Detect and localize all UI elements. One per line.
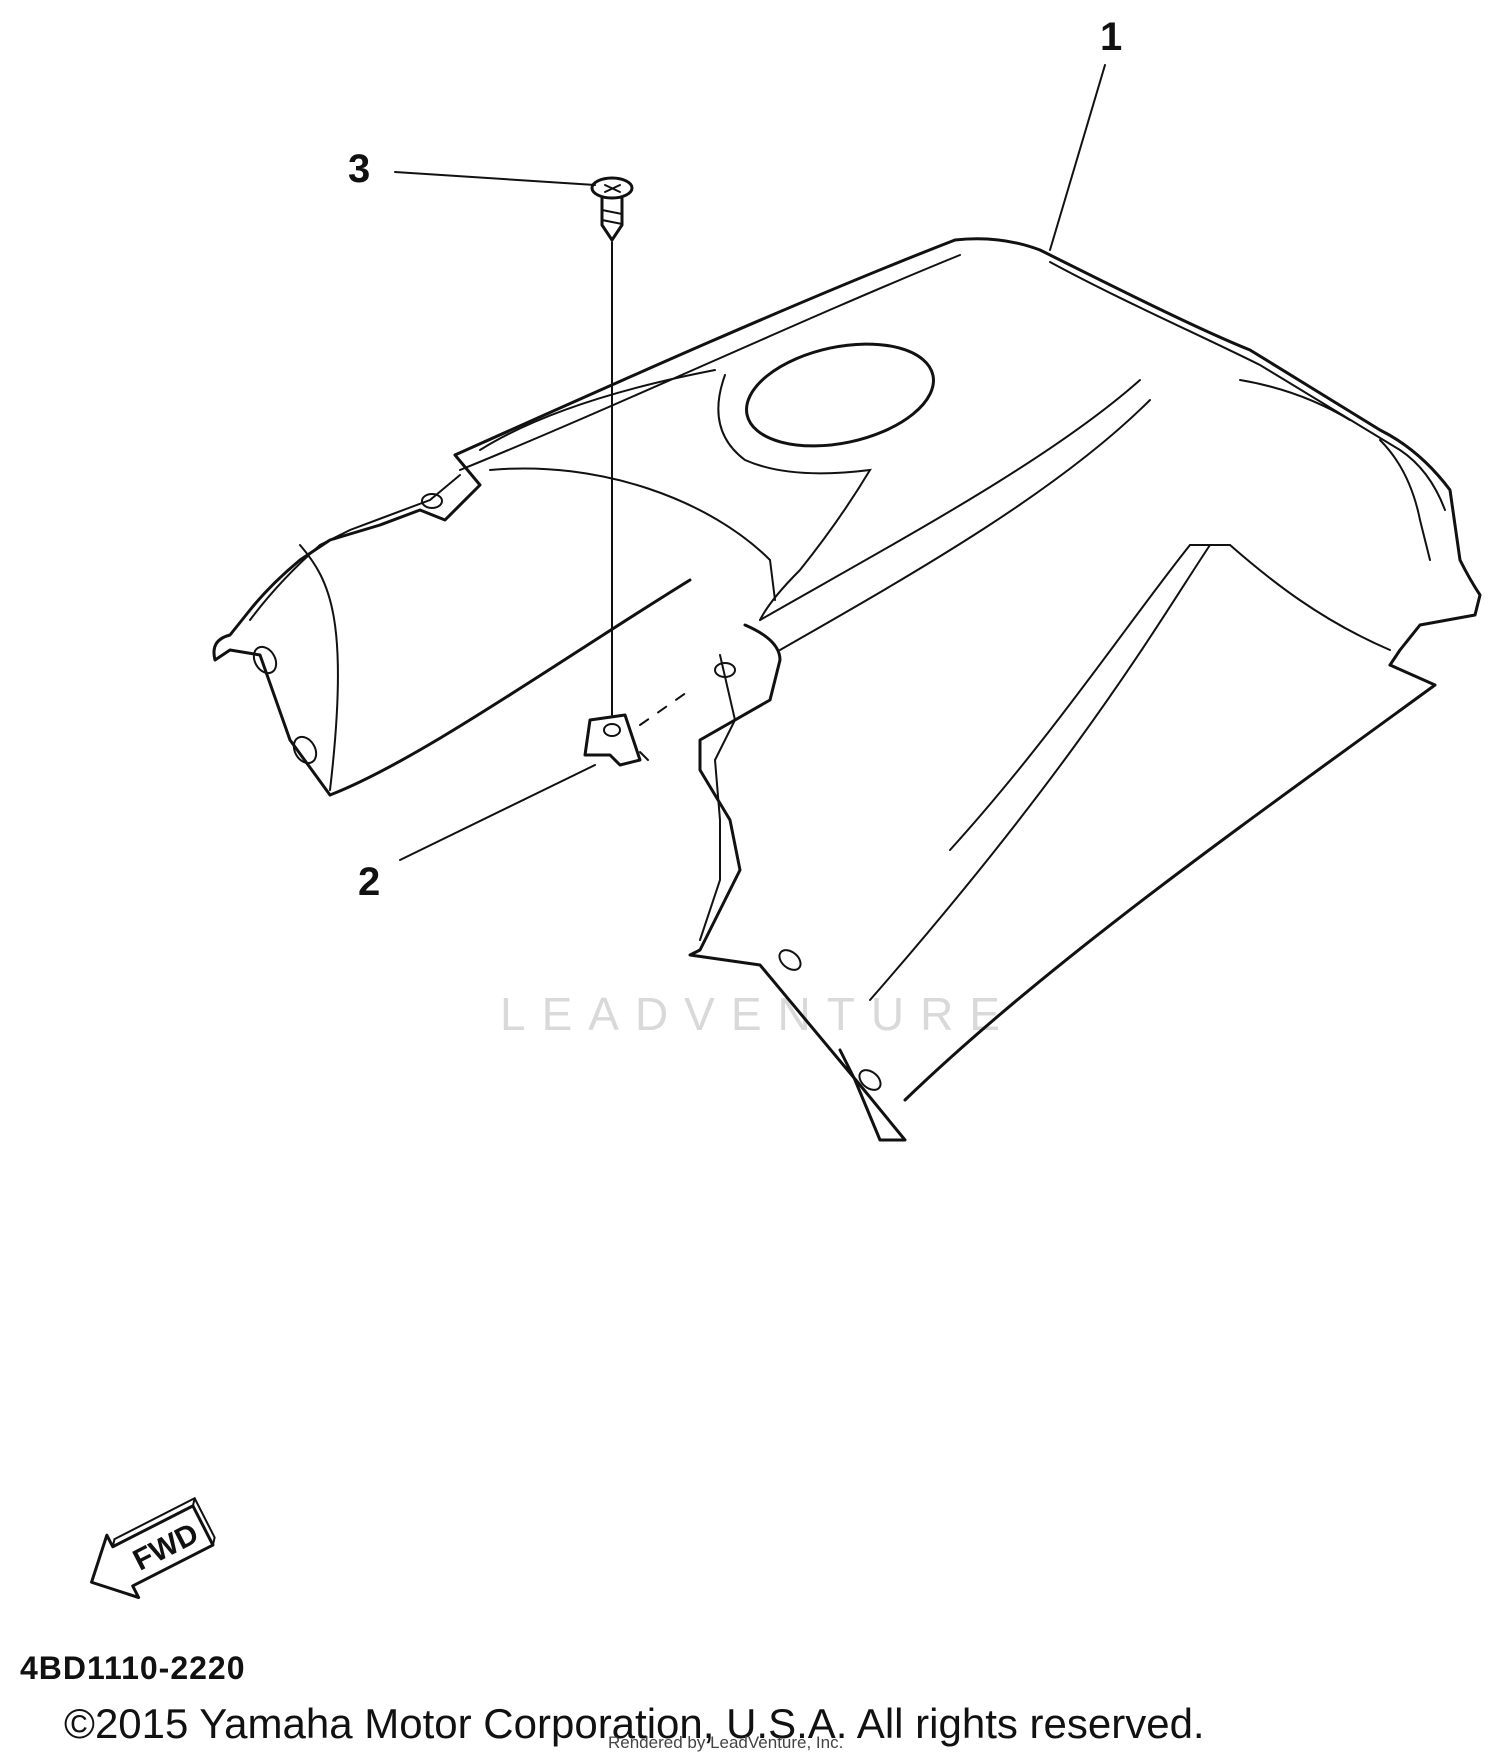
leader-line-3 xyxy=(394,171,596,186)
callout-1[interactable]: 1 xyxy=(1100,15,1122,59)
part-code: 4BD1110-2220 xyxy=(20,1650,246,1686)
clip-nut[interactable] xyxy=(583,713,649,767)
watermark-text: LEADVENTURE xyxy=(500,988,1016,1040)
cover-panel[interactable] xyxy=(212,237,1482,1142)
screw[interactable] xyxy=(590,176,634,242)
callout-3[interactable]: 3 xyxy=(348,147,370,191)
copyright-notice: ©2015 Yamaha Motor Corporation, U.S.A. A… xyxy=(64,1700,1205,1747)
leader-line-2 xyxy=(399,764,596,861)
leader-line-1 xyxy=(1049,64,1106,251)
rendered-by-credit: Rendered by LeadVenture, Inc. xyxy=(608,1733,844,1752)
assembly-line-ext xyxy=(639,689,691,726)
callout-2[interactable]: 2 xyxy=(358,860,380,904)
fuel-cap-opening xyxy=(745,342,935,448)
fwd-arrow-icon: FWD xyxy=(90,1496,216,1600)
